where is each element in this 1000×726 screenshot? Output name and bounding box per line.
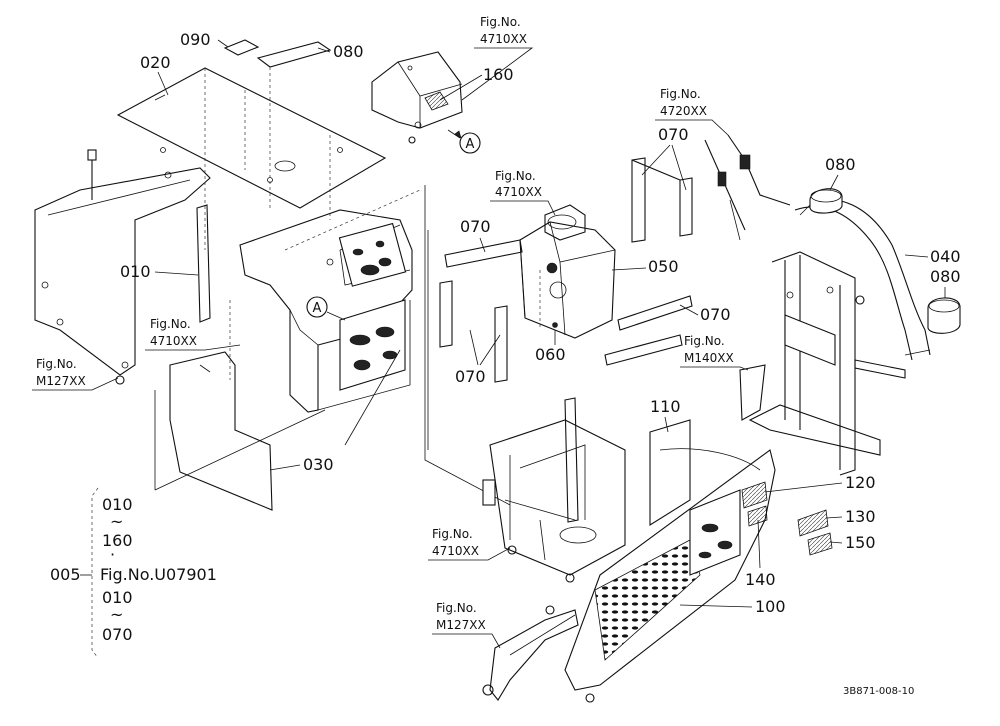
label-150 (807, 532, 833, 556)
part-label-130: 130 (845, 507, 876, 526)
fig-ref-head-left: Fig.No. (150, 317, 191, 331)
bracket-070-left (439, 239, 523, 383)
fig-ref-head-bottomlow: Fig.No. (436, 601, 477, 615)
bracket-070-right (604, 295, 693, 366)
panel-110 (649, 419, 761, 526)
side-cover-100 (564, 449, 776, 703)
part-label-090: 090 (180, 30, 211, 49)
lower-bracket (482, 605, 579, 701)
harness-4720 (704, 134, 791, 241)
panel-030 (169, 351, 273, 511)
control-housing (229, 189, 421, 413)
label-130 (797, 509, 829, 537)
clamp-080-upper (809, 188, 843, 214)
fig-ref-num-right: M140XX (684, 351, 734, 365)
assembly-range1-tilde: ~ (110, 512, 123, 531)
assembly-range2-start: 010 (102, 588, 133, 607)
callout-a-housing: A (306, 296, 346, 321)
part-label-140: 140 (745, 570, 776, 589)
fig-ref-num-mid: 4710XX (495, 185, 542, 199)
floor-panel-020 (116, 67, 387, 250)
callout-a-label-box: A (466, 137, 475, 152)
tank-050 (519, 204, 616, 339)
fig-ref-head-mid: Fig.No. (495, 169, 536, 183)
assembly-legend: 005 010 ~ 160 · Fig.No.U07901 010 ~ 070 (50, 487, 217, 659)
part-label-070-bottom: 070 (455, 367, 486, 386)
label-140 (747, 505, 768, 527)
fig-ref-head-leftlow: Fig.No. (36, 357, 77, 371)
assembly-range1-start: 010 (102, 495, 133, 514)
fig-ref-head-bottom: Fig.No. (432, 527, 473, 541)
part-label-100: 100 (755, 597, 786, 616)
fig-ref-num-upper: 4720XX (660, 104, 707, 118)
part-label-150: 150 (845, 533, 876, 552)
fig-ref-num-bottom: 4710XX (432, 544, 479, 558)
label-120 (741, 481, 768, 509)
part-label-070-right: 070 (700, 305, 731, 324)
part-label-110: 110 (650, 397, 681, 416)
part-label-010: 010 (120, 262, 151, 281)
part-label-070-upper: 070 (658, 125, 689, 144)
chassis-frame (739, 251, 906, 476)
fig-ref-num-top: 4710XX (480, 32, 527, 46)
pad-080-top (256, 41, 332, 210)
assembly-fig-ref: Fig.No.U07901 (100, 565, 217, 584)
part-label-160: 160 (483, 65, 514, 84)
left-side-bracket (34, 149, 211, 385)
assembly-range2-end: 070 (102, 625, 133, 644)
part-label-080-hose-bottom: 080 (930, 267, 961, 286)
part-label-080-hose-top: 080 (825, 155, 856, 174)
pad-090 (223, 39, 260, 56)
fig-ref-num-leftlow: M127XX (36, 374, 86, 388)
control-box-160 (371, 51, 463, 144)
assembly-outline-lines (154, 185, 511, 506)
part-label-030: 030 (303, 455, 334, 474)
fig-refs: Fig.No. 4710XX Fig.No. 4720XX Fig.No. 47… (32, 15, 749, 649)
drawing-number: 3B871-008-10 (843, 686, 914, 697)
part-label-120: 120 (845, 473, 876, 492)
fig-ref-head-top: Fig.No. (480, 15, 521, 29)
callout-a-label-housing: A (313, 301, 322, 316)
bracket-070-upper (631, 157, 693, 243)
part-label-080-top: 080 (333, 42, 364, 61)
lower-tank-frame (482, 397, 626, 583)
assembly-code: 005 (50, 565, 81, 584)
fig-ref-head-right: Fig.No. (684, 334, 725, 348)
assembly-dot: · (110, 545, 115, 564)
strip-010 (196, 204, 211, 323)
fig-ref-num-left: 4710XX (150, 334, 197, 348)
fig-ref-head-upper: Fig.No. (660, 87, 701, 101)
fig-ref-num-bottomlow: M127XX (436, 618, 486, 632)
callout-a-box: A (459, 132, 481, 154)
part-label-060: 060 (535, 345, 566, 364)
part-labels: 090 080 020 160 070 080 070 050 040 080 … (120, 30, 961, 616)
clamp-080-lower (927, 297, 961, 334)
part-label-040: 040 (930, 247, 961, 266)
assembly-range2-tilde: ~ (110, 605, 123, 624)
part-label-070-left: 070 (460, 217, 491, 236)
part-label-020: 020 (140, 53, 171, 72)
part-label-050: 050 (648, 257, 679, 276)
assembly-range1-end: 160 (102, 531, 133, 550)
